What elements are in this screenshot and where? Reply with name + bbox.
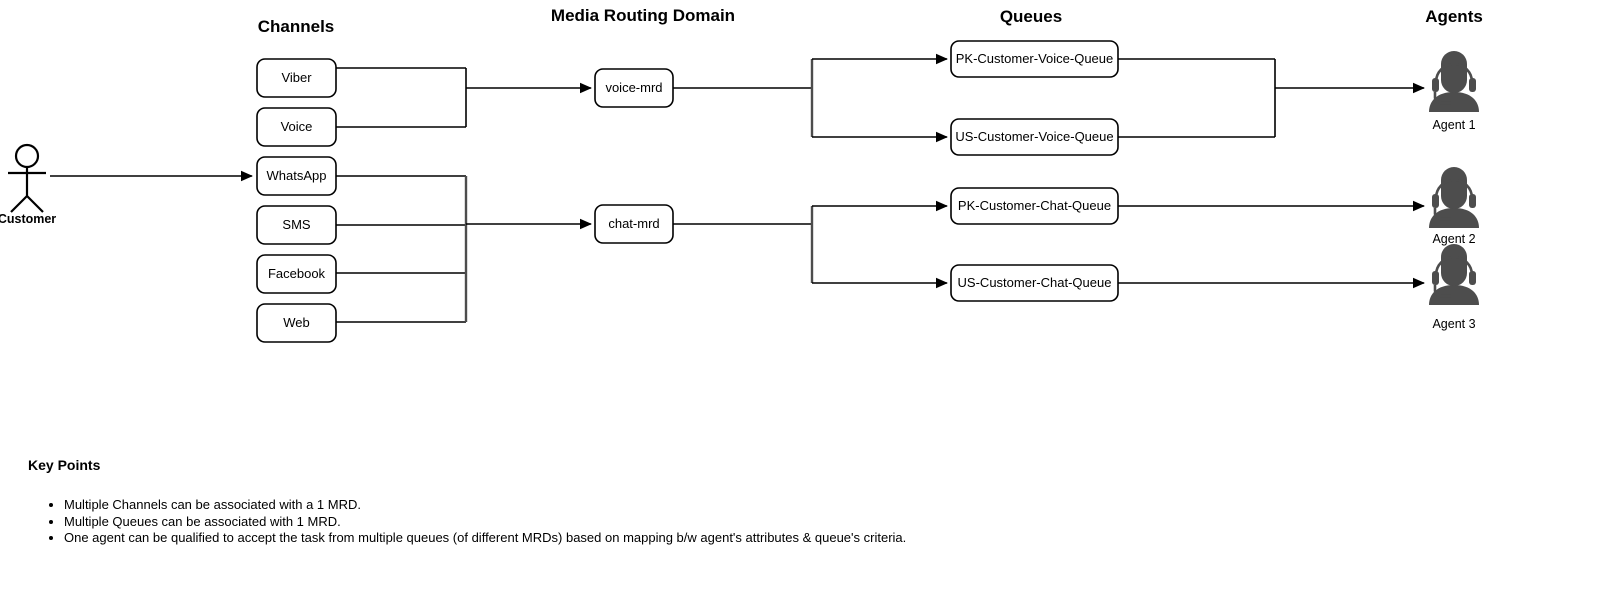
queue-label-pk-customer-voice-queue: PK-Customer-Voice-Queue xyxy=(956,51,1114,66)
channel-box-facebook[interactable] xyxy=(256,254,337,294)
mrd-label-voice-mrd: voice-mrd xyxy=(605,80,662,95)
channel-node-voice[interactable]: Voice xyxy=(256,107,337,147)
channel-label-sms: SMS xyxy=(282,217,311,232)
key-point-item: Multiple Channels can be associated with… xyxy=(64,497,1128,514)
stick-figure-person-icon xyxy=(8,143,46,213)
agent-label-agent-1: Agent 1 xyxy=(1432,118,1475,132)
agent-label-agent-2: Agent 2 xyxy=(1432,232,1475,246)
queue-node-pk-customer-voice-queue[interactable]: PK-Customer-Voice-Queue xyxy=(950,40,1119,78)
agent-node-agent-1[interactable]: Agent 1 xyxy=(1429,51,1479,132)
header-channels: Channels xyxy=(258,17,335,36)
queue-label-pk-customer-chat-queue: PK-Customer-Chat-Queue xyxy=(958,198,1111,213)
mrd-node-chat-mrd[interactable]: chat-mrd xyxy=(594,204,674,244)
channel-box-viber[interactable] xyxy=(256,58,337,98)
channel-node-sms[interactable]: SMS xyxy=(256,205,337,245)
channel-label-web: Web xyxy=(283,315,310,330)
edge-chat-mrd-to-chat-queues xyxy=(673,200,948,289)
edge-voice-queues-to-agent-1 xyxy=(1118,58,1425,138)
edge-voice-channels-to-voice-mrd xyxy=(336,67,592,128)
channel-label-voice: Voice xyxy=(281,119,313,134)
headset-agent-icon xyxy=(1429,244,1479,305)
header-queues: Queues xyxy=(1000,7,1062,26)
queue-label-us-customer-voice-queue: US-Customer-Voice-Queue xyxy=(955,129,1113,144)
header-agents: Agents xyxy=(1425,7,1483,26)
agent-label-agent-3: Agent 3 xyxy=(1432,317,1475,331)
mrd-label-chat-mrd: chat-mrd xyxy=(608,216,659,231)
agent-node-agent-2[interactable]: Agent 2 xyxy=(1429,167,1479,246)
channel-label-whatsapp: WhatsApp xyxy=(267,168,327,183)
headset-agent-icon xyxy=(1429,51,1479,112)
channel-label-facebook: Facebook xyxy=(268,266,326,281)
queue-node-us-customer-voice-queue[interactable]: US-Customer-Voice-Queue xyxy=(950,118,1119,156)
key-points-section: Key Points Multiple Channels can be asso… xyxy=(28,457,1128,547)
edge-voice-mrd-to-voice-queues xyxy=(673,53,948,143)
channel-node-web[interactable]: Web xyxy=(256,303,337,343)
header-media-routing-domain: Media Routing Domain xyxy=(551,6,735,25)
queue-label-us-customer-chat-queue: US-Customer-Chat-Queue xyxy=(958,275,1112,290)
mrd-node-voice-mrd[interactable]: voice-mrd xyxy=(594,68,674,108)
key-points-list: Multiple Channels can be associated with… xyxy=(28,497,1128,547)
channel-node-facebook[interactable]: Facebook xyxy=(256,254,337,294)
customer-label: Customer xyxy=(0,212,56,226)
channel-box-web[interactable] xyxy=(256,303,337,343)
headset-agent-icon xyxy=(1429,167,1479,228)
queue-node-us-customer-chat-queue[interactable]: US-Customer-Chat-Queue xyxy=(950,264,1119,302)
agent-node-agent-3[interactable]: Agent 3 xyxy=(1429,244,1479,331)
channel-node-whatsapp[interactable]: WhatsApp xyxy=(256,156,337,196)
key-point-item: One agent can be qualified to accept the… xyxy=(64,530,1128,547)
edge-chat-channels-to-chat-mrd xyxy=(336,175,592,323)
key-point-item: Multiple Queues can be associated with 1… xyxy=(64,514,1128,531)
customer-actor: Customer xyxy=(0,143,56,226)
channel-node-viber[interactable]: Viber xyxy=(256,58,337,98)
key-points-title: Key Points xyxy=(28,457,101,473)
channel-label-viber: Viber xyxy=(281,70,312,85)
queue-node-pk-customer-chat-queue[interactable]: PK-Customer-Chat-Queue xyxy=(950,187,1119,225)
